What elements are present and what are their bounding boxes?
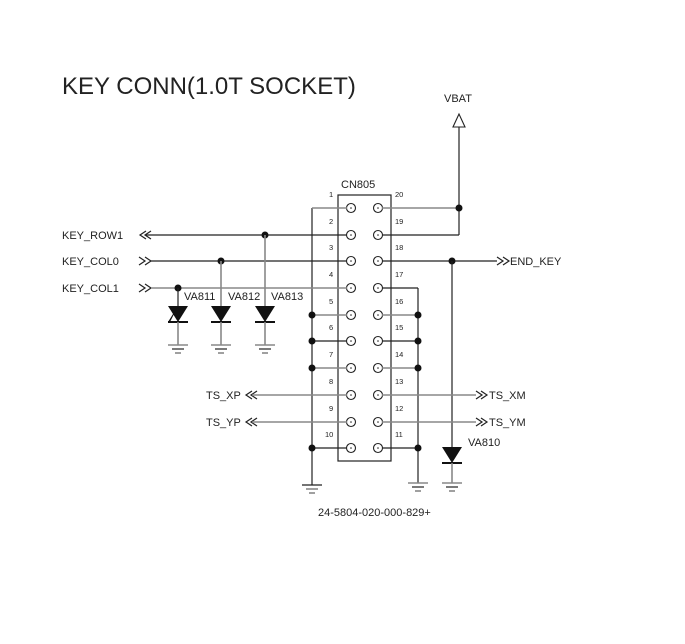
schematic-title: KEY CONN(1.0T SOCKET) (62, 73, 356, 100)
net-label-end-key: END_KEY (510, 256, 562, 268)
pin-number: 9 (329, 404, 333, 413)
pin-number: 13 (395, 377, 403, 386)
varistor-label-va811: VA811 (184, 291, 215, 303)
pin-number: 5 (329, 297, 333, 306)
left-pin-numbers: 1 2 3 4 5 6 7 8 9 10 (325, 190, 333, 439)
pin-number: 2 (329, 217, 333, 226)
pin-center (377, 260, 379, 262)
junction (414, 337, 422, 345)
pin-number: 17 (395, 270, 403, 279)
vbat-label: VBAT (444, 93, 472, 105)
varistor-va813 (255, 235, 275, 354)
input-arrow-icon (244, 390, 258, 400)
output-arrow-icon (496, 256, 511, 266)
pin-number: 7 (329, 350, 333, 359)
pin-number: 14 (395, 350, 403, 359)
pin-number: 11 (395, 430, 403, 439)
pin-number: 3 (329, 243, 333, 252)
pin-center (377, 394, 379, 396)
vbat-power-arrow-icon (452, 112, 466, 128)
pin-center (350, 207, 352, 209)
varistor-va810 (442, 447, 462, 492)
output-arrow-icon (138, 283, 153, 293)
net-label-key-col1: KEY_COL1 (62, 283, 119, 295)
junction (308, 364, 316, 372)
net-label-ts-yp: TS_YP (206, 417, 241, 429)
output-arrow-icon (475, 390, 489, 400)
ground-icon (302, 484, 322, 494)
junction (414, 311, 422, 319)
pin-center (377, 447, 379, 449)
junction (414, 364, 422, 372)
pin-number: 12 (395, 404, 403, 413)
pin-number: 4 (329, 270, 333, 279)
pin-center (350, 234, 352, 236)
pin-center (350, 421, 352, 423)
pin-center (350, 394, 352, 396)
output-arrow-icon (475, 417, 489, 427)
input-arrow-icon (244, 417, 258, 427)
input-arrow-icon (138, 230, 152, 240)
pin-center (377, 340, 379, 342)
junction (414, 444, 422, 452)
varistor-va811 (168, 288, 188, 354)
pin-center (377, 207, 379, 209)
net-label-ts-ym: TS_YM (489, 417, 526, 429)
pin-number: 15 (395, 323, 403, 332)
right-pin-numbers: 20 19 18 17 16 15 14 13 12 11 (395, 190, 403, 439)
part-number: 24-5804-020-000-829+ (318, 507, 431, 519)
pin-center (350, 314, 352, 316)
net-label-key-col0: KEY_COL0 (62, 256, 119, 268)
pin-center (377, 314, 379, 316)
junction (308, 444, 316, 452)
pin-number: 18 (395, 243, 403, 252)
pin-number: 16 (395, 297, 403, 306)
ground-icon (408, 482, 428, 492)
connector-body (337, 194, 392, 462)
pin-center (350, 367, 352, 369)
junction (308, 337, 316, 345)
pin-number: 10 (325, 430, 333, 439)
net-label-ts-xp: TS_XP (206, 390, 241, 402)
pin-center (377, 234, 379, 236)
junction (308, 311, 316, 319)
varistor-label-va810: VA810 (468, 437, 500, 449)
pin-number: 20 (395, 190, 403, 199)
pin-circles (345, 202, 384, 454)
pin-center (377, 367, 379, 369)
pin-center (377, 287, 379, 289)
varistor-va812 (211, 261, 231, 354)
pin-center (350, 447, 352, 449)
pin-center (350, 260, 352, 262)
net-label-ts-xm: TS_XM (489, 390, 526, 402)
pin-number: 8 (329, 377, 333, 386)
varistor-label-va812: VA812 (228, 291, 260, 303)
pin-center (377, 421, 379, 423)
pin-center (350, 287, 352, 289)
output-arrow-icon (138, 256, 153, 266)
pin-number: 6 (329, 323, 333, 332)
net-label-key-row1: KEY_ROW1 (62, 230, 123, 242)
pin-number: 1 (329, 190, 333, 199)
pin-number: 19 (395, 217, 403, 226)
pin-center (350, 340, 352, 342)
connector-ref: CN805 (341, 179, 375, 191)
varistor-label-va813: VA813 (271, 291, 303, 303)
junction (455, 204, 463, 212)
